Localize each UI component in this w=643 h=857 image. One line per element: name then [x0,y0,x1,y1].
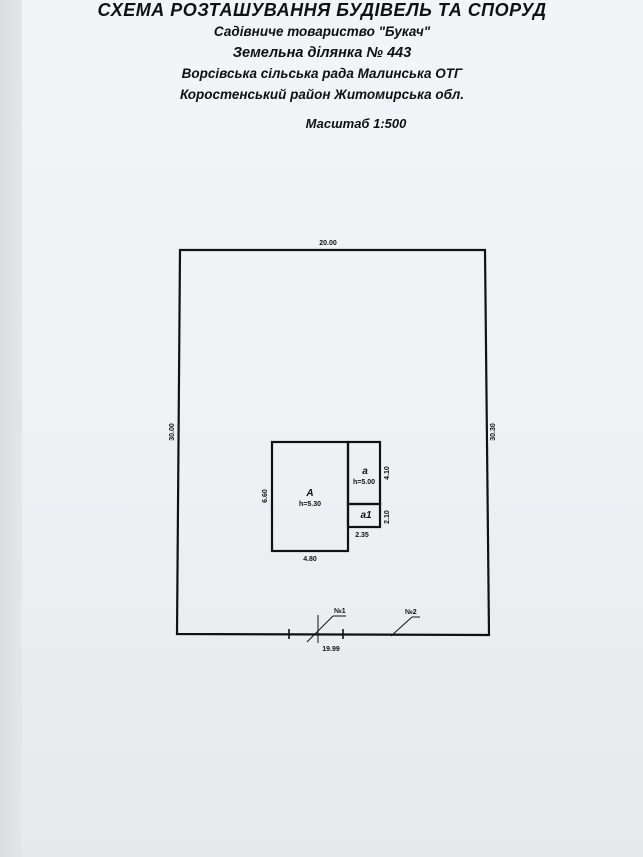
gate1-label: №1 [334,607,346,615]
village-council: Ворсівська сільська рада Малинська ОТГ [181,66,463,81]
plot-boundary [175,248,491,637]
extension-a-depth-dim: 4.10 [384,466,391,480]
building-a-height: h=5.30 [299,501,321,508]
land-plot-number: Земельна ділянка № 443 [232,45,412,61]
building-a-width-dim: 4.80 [303,556,317,563]
gate1-leader [306,615,334,643]
extension-a1-outline [346,502,382,529]
gate2-leader [390,616,413,637]
extension-a1-width-dim: 2.35 [355,532,369,539]
district-region: Коростенський район Житомирська обл. [180,87,464,102]
paper-left-edge [0,0,22,857]
document-title: СХЕМА РОЗТАШУВАННЯ БУДІВЕЛЬ ТА СПОРУД [97,0,547,20]
building-a-label: А [305,488,313,499]
left-length-label: 30.00 [169,423,176,441]
building-a-depth-dim: 6.60 [262,489,269,503]
right-length-label: 30.30 [490,423,497,441]
paper-sheet [22,0,643,857]
extension-a1-label: а1 [360,510,372,521]
extension-a1-depth-dim: 2.10 [384,510,391,524]
top-length-label: 20.00 [319,240,337,247]
society-name: Садівниче товариство "Букач" [213,24,431,39]
extension-a-height: h=5.00 [353,479,375,486]
bottom-length-label: 19.99 [322,646,340,653]
gate2-label: №2 [405,608,417,616]
extension-a-label: а [362,466,368,477]
scale-label: Масштаб 1:500 [305,116,407,131]
